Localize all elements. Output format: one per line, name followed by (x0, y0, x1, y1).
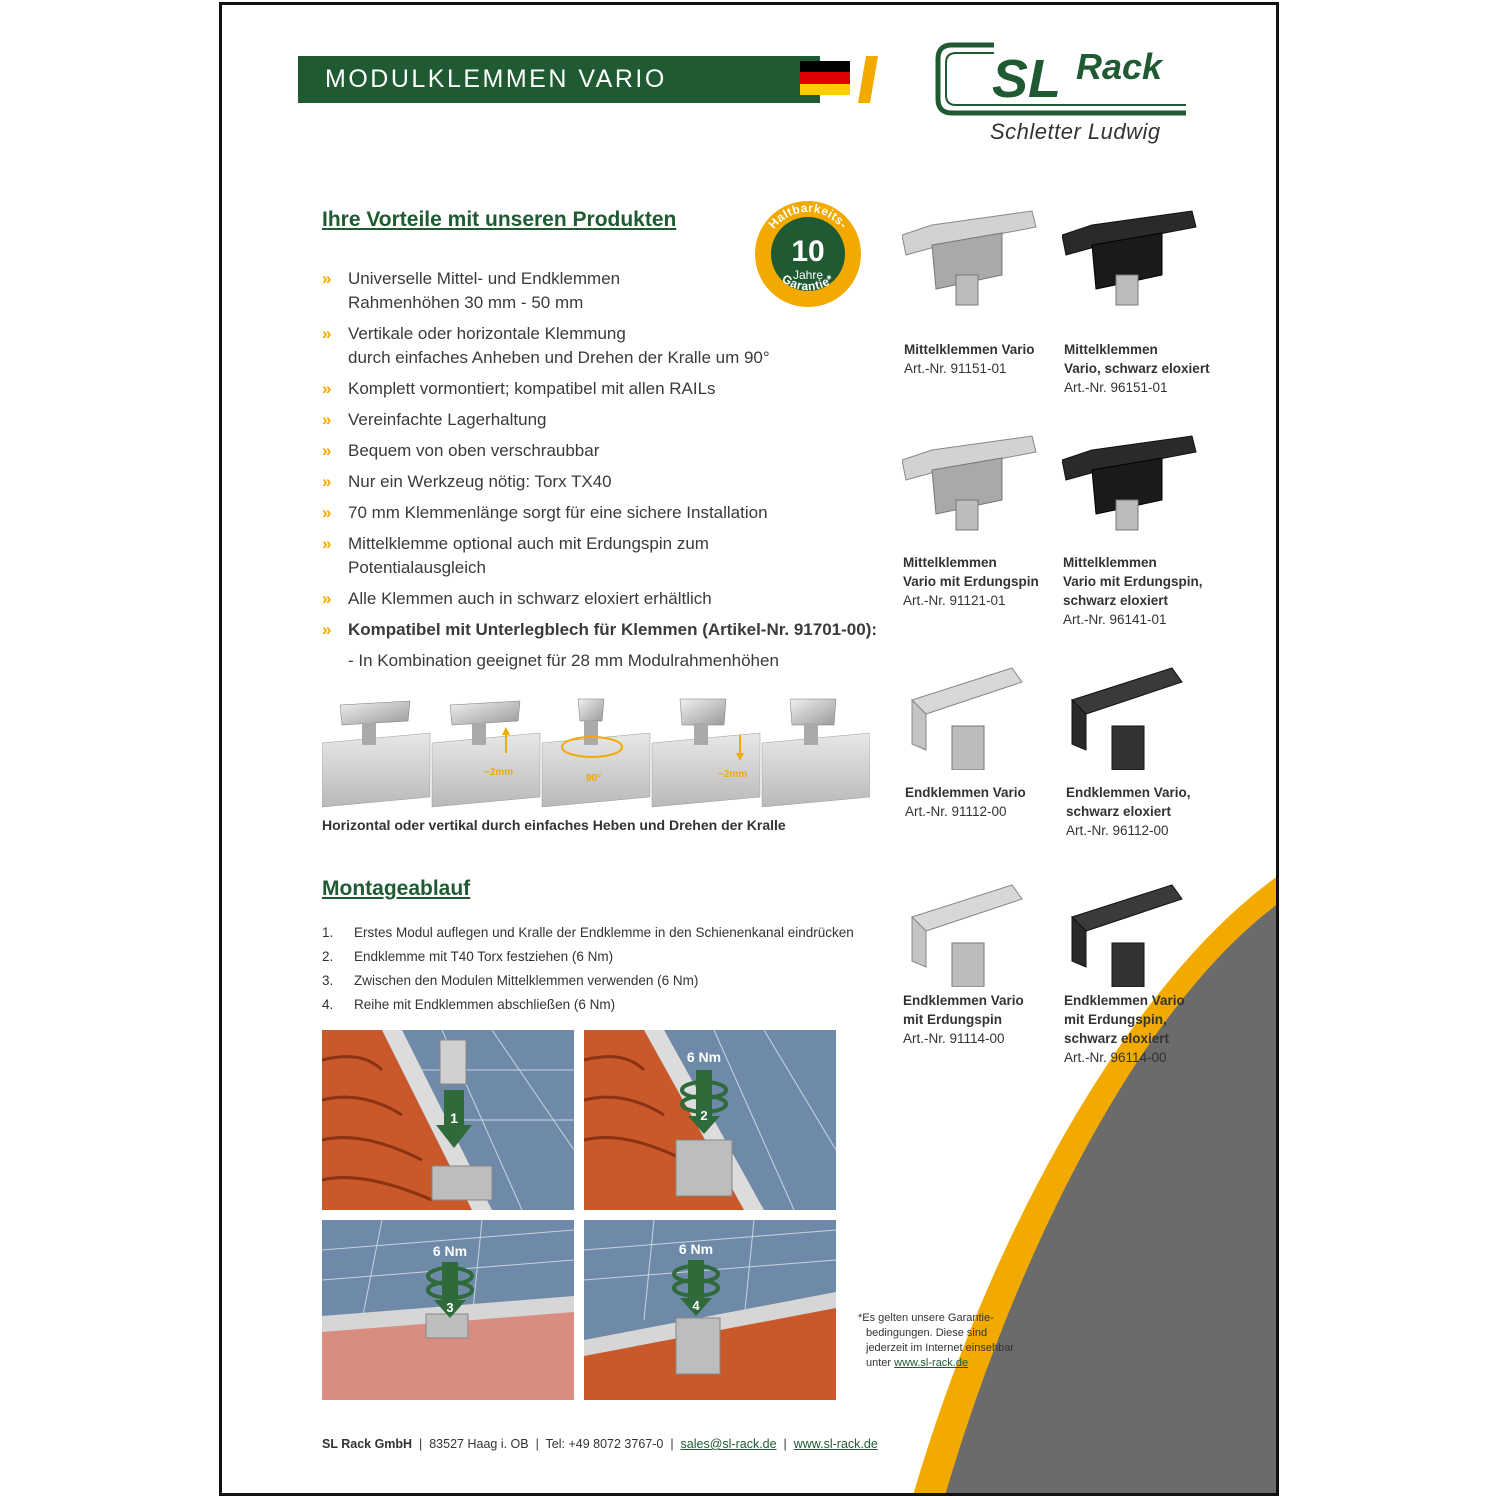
end-clamp-black-image (1071, 667, 1183, 770)
footer-email-link[interactable]: sales@sl-rack.de (680, 1437, 777, 1451)
mid-clamp-black-image (1062, 210, 1197, 306)
photo-2-torque: 6 Nm (687, 1049, 721, 1065)
guarantee-badge: Haltbarkeits- Garantie* 10 Jahre (755, 201, 861, 307)
photo-2-step: 2 (700, 1108, 707, 1123)
header-bar (298, 56, 820, 103)
advantages-heading: Ihre Vorteile mit unseren Produkten (322, 208, 677, 231)
mounting-steps-list: 1.Erstes Modul auflegen und Kralle der E… (322, 921, 882, 1017)
germany-flag-icon (800, 61, 850, 95)
yellow-stripe (858, 56, 878, 103)
product-end-grounding-black: Endklemmen Vario mit Erdungspin, schwarz… (1064, 993, 1185, 1065)
sub-note: - In Kombination geeignet für 28 mm Modu… (348, 651, 779, 670)
badge-unit: Jahre (793, 268, 823, 282)
datasheet-page: MODULKLEMMEN VARIO SL Rack Schletter Lud… (219, 2, 1279, 1496)
list-item: 2.Endklemme mit T40 Torx festziehen (6 N… (322, 949, 614, 964)
list-item: »Nur ein Werkzeug nötig: Torx TX40 (322, 472, 612, 491)
photo-3-torque: 6 Nm (433, 1243, 467, 1259)
list-item: »Alle Klemmen auch in schwarz eloxiert e… (322, 589, 712, 608)
photo-1-step: 1 (450, 1110, 458, 1126)
photo-3-step: 3 (446, 1300, 453, 1315)
mounting-photo-4: 6 Nm 4 (584, 1220, 836, 1400)
footer: SL Rack GmbH | 83527 Haag i. OB | Tel: +… (322, 1437, 878, 1451)
end-clamp-grounding-black-image (1071, 884, 1183, 987)
photo-4-step: 4 (692, 1298, 700, 1313)
mounting-photo-3: 6 Nm 3 (322, 1220, 574, 1400)
end-clamp-grounding-silver-image (911, 884, 1023, 987)
list-item: »Komplett vormontiert; kompatibel mit al… (322, 379, 716, 398)
list-item: »Kompatibel mit Unterlegblech für Klemme… (322, 620, 878, 639)
mid-clamp-silver-image (902, 210, 1037, 306)
strip-label-3: ~2mm (718, 769, 747, 780)
list-item: »Bequem von oben verschraubbar (322, 441, 600, 460)
product-mid-silver: Mittelklemmen Vario Art.-Nr. 91151-01 (904, 342, 1035, 376)
logo-subtitle: Schletter Ludwig (990, 119, 1161, 144)
strip-label-1: ~2mm (484, 767, 513, 778)
product-mid-black: Mittelklemmen Vario, schwarz eloxiert Ar… (1064, 342, 1210, 395)
list-item: 3.Zwischen den Modulen Mittelklemmen ver… (322, 973, 699, 988)
logo-sl-text: SL (992, 49, 1061, 109)
product-mid-grounding-silver: Mittelklemmen Vario mit Erdungspin Art.-… (903, 555, 1039, 608)
strip-caption: Horizontal oder vertikal durch einfaches… (322, 817, 786, 833)
mid-clamp-grounding-silver-image (902, 435, 1037, 531)
mounting-photo-1: 1 (322, 1030, 574, 1210)
product-end-black: Endklemmen Vario, schwarz eloxiert Art.-… (1066, 785, 1191, 838)
list-item: »70 mm Klemmenlänge sorgt für eine siche… (322, 503, 768, 522)
mounting-heading: Montageablauf (322, 877, 471, 900)
product-end-silver: Endklemmen Vario Art.-Nr. 91112-00 (905, 785, 1026, 819)
sl-rack-logo: SL Rack (935, 42, 1186, 116)
list-item: »Vereinfachte Lagerhaltung (322, 410, 547, 429)
footer-phone: Tel: +49 8072 3767-0 (545, 1437, 664, 1451)
footer-company: SL Rack GmbH (322, 1437, 413, 1451)
product-mid-grounding-black: Mittelklemmen Vario mit Erdungspin, schw… (1063, 555, 1203, 627)
strip-label-2: 90° (586, 773, 601, 784)
svg-text:Garantie*: Garantie* (779, 272, 836, 294)
product-end-grounding-silver: Endklemmen Vario mit Erdungspin Art.-Nr.… (903, 993, 1024, 1046)
page-title: MODULKLEMMEN VARIO (325, 65, 667, 93)
clamp-adjust-illustration: ~2mm 90° ~2mm (322, 698, 870, 808)
corner-swoosh (913, 877, 1276, 1493)
footer-website-link[interactable]: www.sl-rack.de (793, 1437, 878, 1451)
mid-clamp-grounding-black-image (1062, 435, 1197, 531)
mounting-photo-2: 6 Nm 2 (584, 1030, 836, 1210)
logo-rack-text: Rack (1076, 46, 1164, 87)
end-clamp-silver-image (911, 667, 1023, 770)
photo-4-torque: 6 Nm (679, 1241, 713, 1257)
footnote-website-link[interactable]: www.sl-rack.de (894, 1357, 969, 1369)
guarantee-footnote: *Es gelten unsere Garantie- bedingungen.… (858, 1312, 1014, 1369)
badge-bottom-text: Garantie* (779, 272, 836, 294)
list-item: 4.Reihe mit Endklemmen abschließen (6 Nm… (322, 997, 616, 1012)
footer-address: 83527 Haag i. OB (429, 1437, 529, 1451)
badge-number: 10 (791, 235, 824, 268)
list-item: 1.Erstes Modul auflegen und Kralle der E… (322, 925, 854, 940)
list-item: »Mittelklemme optional auch mit Erdungsp… (322, 534, 709, 577)
